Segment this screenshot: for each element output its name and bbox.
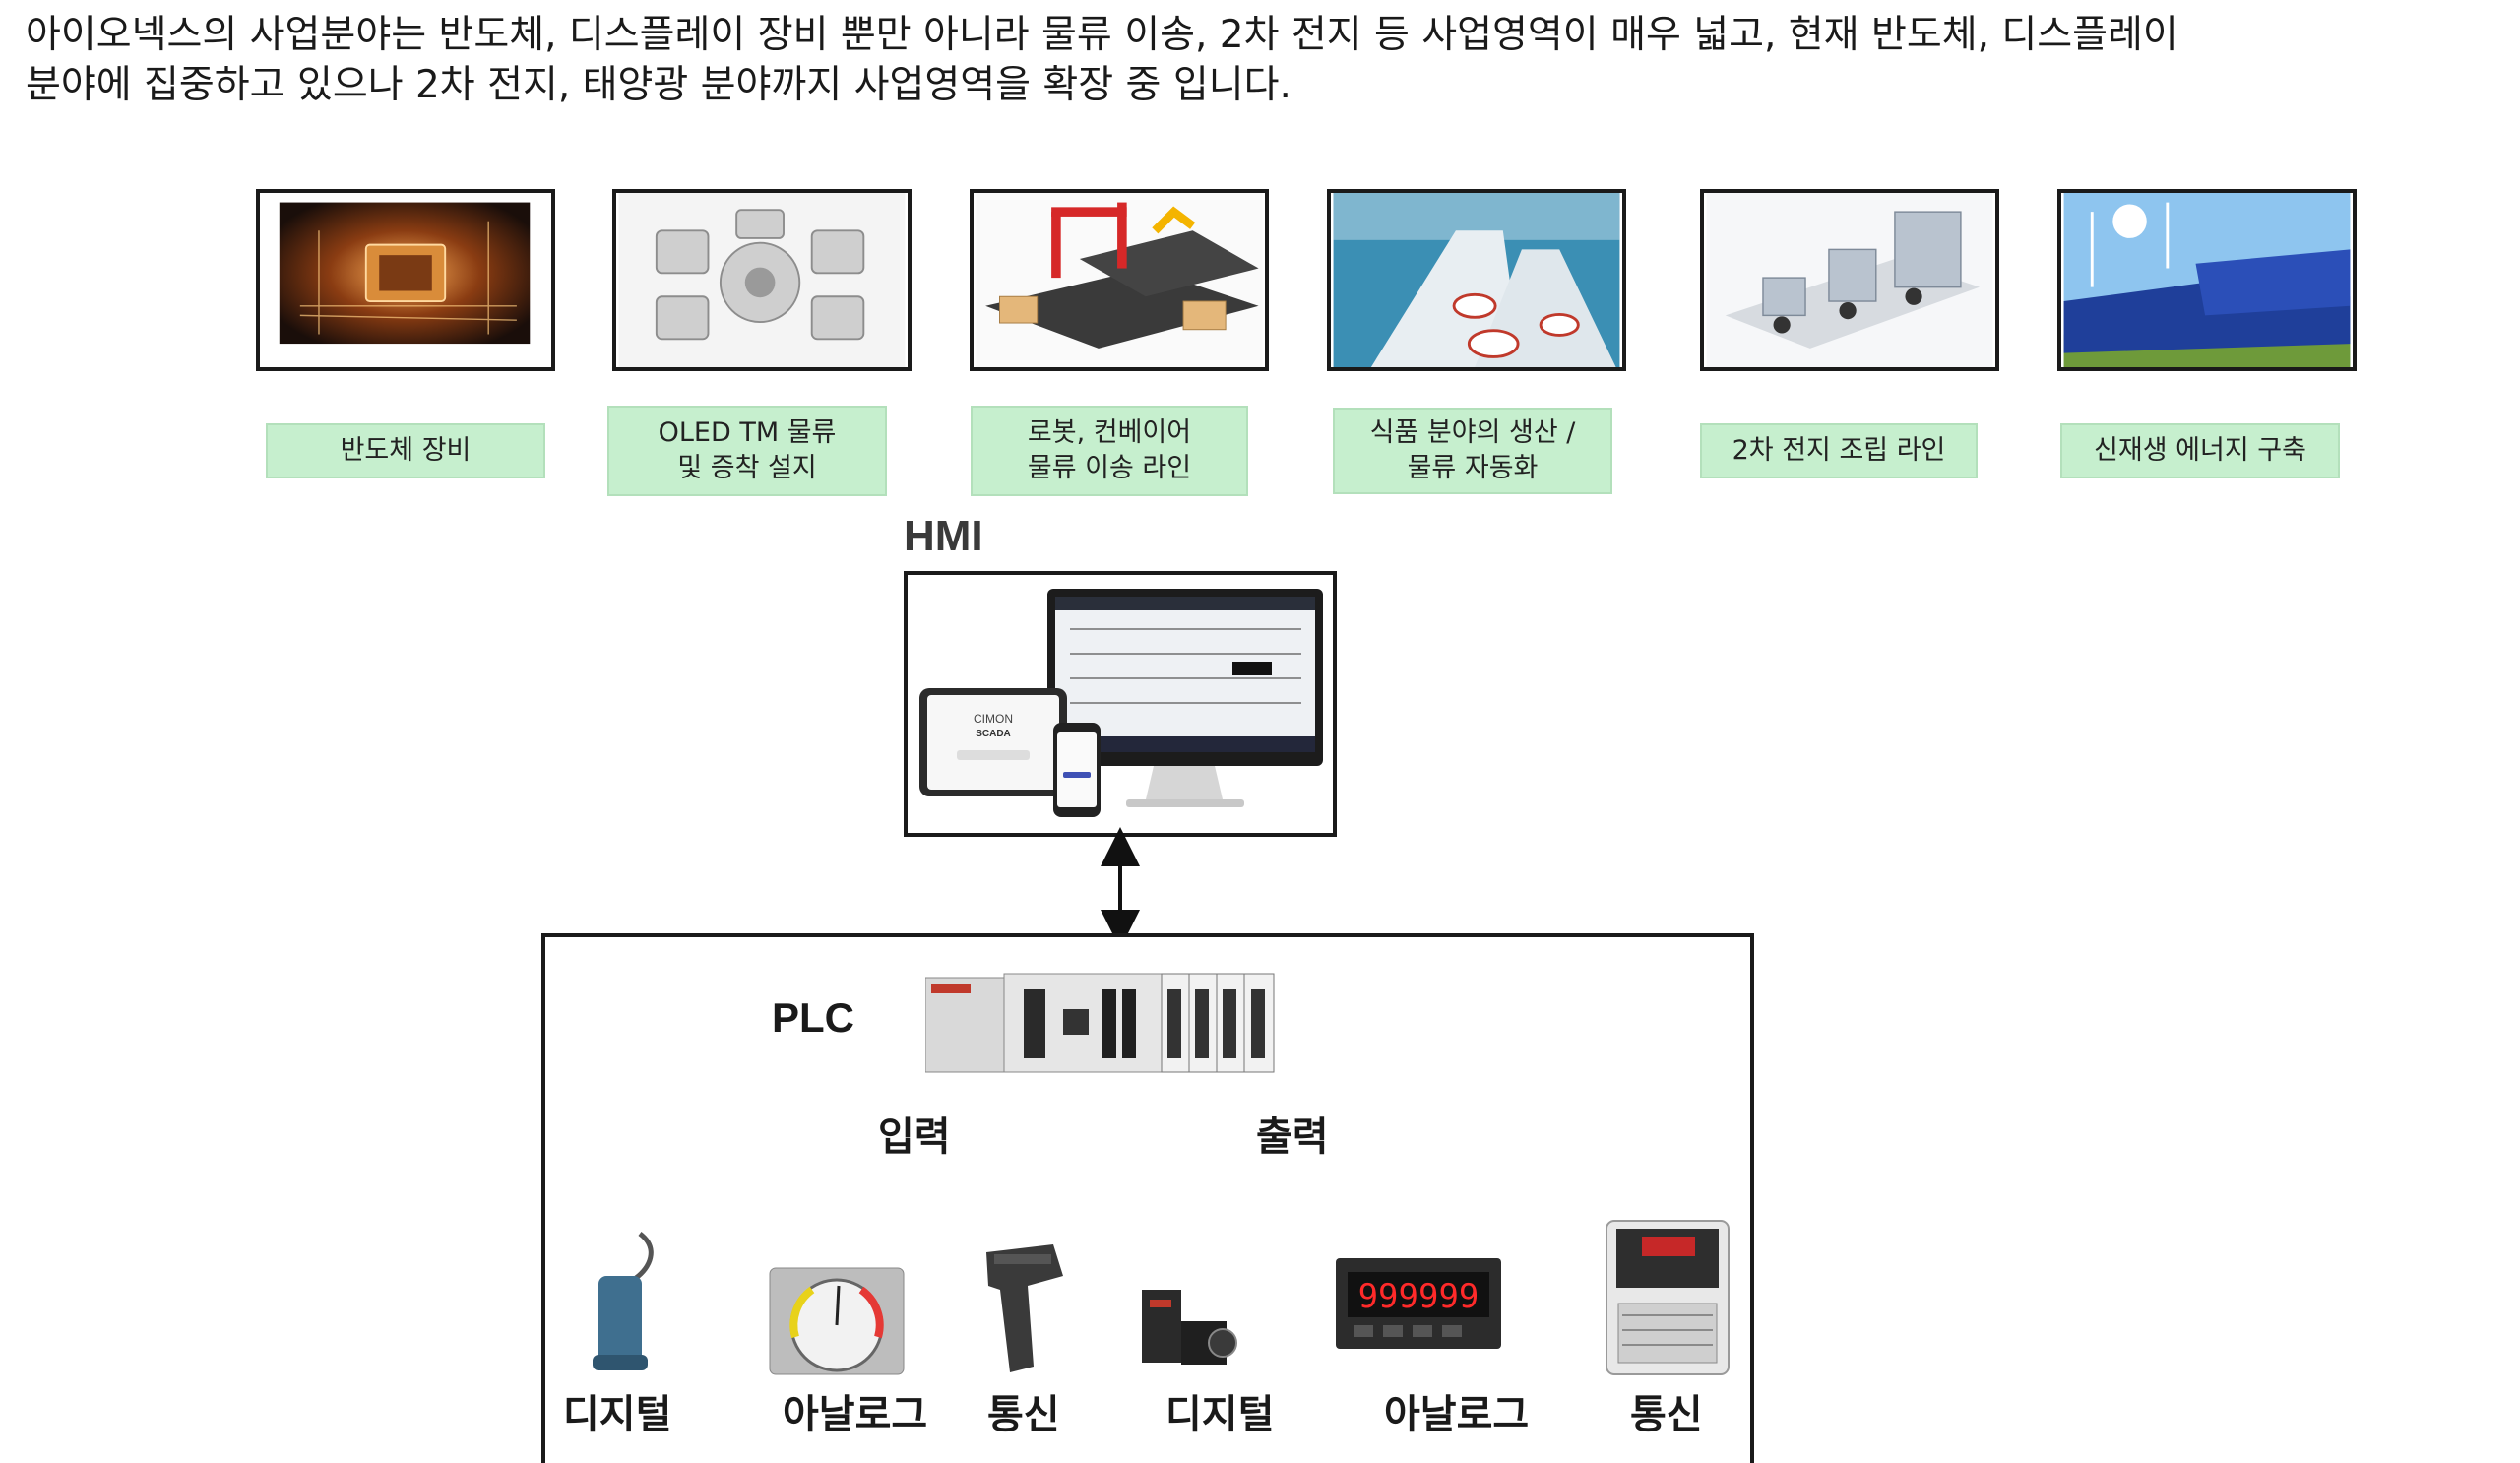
caption-application-4: 식품 분야의 생산 / 물류 자동화 bbox=[1333, 408, 1612, 494]
solar-wind-energy-photo bbox=[2057, 189, 2357, 371]
output-device-label-analog: 아날로그 bbox=[1384, 1392, 1530, 1437]
plc-title: PLC bbox=[772, 994, 854, 1041]
hmi-devices-icon: CIMON SCADA bbox=[919, 589, 1323, 817]
intro-line-1: 아이오넥스의 사업분야는 반도체, 디스플레이 장비 뿐만 아니라 물류 이송,… bbox=[26, 13, 2178, 57]
output-device-label-comm: 통신 bbox=[1630, 1392, 1703, 1437]
input-device-label-analog: 아날로그 bbox=[783, 1392, 928, 1437]
barcode-scanner-icon bbox=[986, 1244, 1063, 1372]
inverter-drive-icon bbox=[1606, 1220, 1730, 1375]
solar-panel-icon bbox=[2063, 193, 2351, 367]
semiconductor-chip-photo bbox=[256, 189, 555, 371]
proximity-sensor-icon bbox=[593, 1232, 654, 1370]
battery-assembly-line-photo bbox=[1700, 189, 1999, 371]
digital-panel-meter-icon: 999999 bbox=[1336, 1258, 1501, 1349]
input-device-label-comm: 통신 bbox=[987, 1392, 1060, 1437]
oled-transfer-module-photo bbox=[612, 189, 912, 371]
caption-application-1: 반도체 장비 bbox=[266, 423, 545, 478]
caption-application-3: 로봇, 컨베이어 물류 이송 라인 bbox=[971, 406, 1248, 496]
semiconductor-chip-icon bbox=[262, 193, 549, 367]
input-device-label-digital: 디지털 bbox=[563, 1392, 672, 1437]
robot-conveyor-icon bbox=[976, 193, 1263, 367]
hmi-product-text: SCADA bbox=[976, 729, 1011, 739]
caption-application-6: 신재생 에너지 구축 bbox=[2060, 423, 2340, 478]
caption-application-2: OLED TM 물류 및 증착 설지 bbox=[607, 406, 887, 496]
analog-gauge-icon bbox=[769, 1267, 905, 1375]
output-device-label-digital: 디지털 bbox=[1166, 1392, 1275, 1437]
hmi-panel: CIMON SCADA bbox=[904, 571, 1337, 837]
hmi-brand-text: CIMON bbox=[974, 712, 1013, 726]
output-label: 출력 bbox=[1256, 1114, 1329, 1160]
plc-rack-icon bbox=[925, 973, 1275, 1073]
food-line-icon bbox=[1333, 193, 1620, 367]
input-label: 입력 bbox=[878, 1114, 951, 1160]
caption-application-5: 2차 전지 조립 라인 bbox=[1700, 423, 1978, 478]
oled-transfer-icon bbox=[618, 193, 906, 367]
intro-line-2: 분야에 집중하고 있으나 2차 전지, 태양광 분야까지 사업영역을 확장 중 … bbox=[26, 63, 1292, 107]
meter-readout: 999999 bbox=[1358, 1277, 1480, 1316]
hmi-title: HMI bbox=[904, 512, 983, 560]
food-production-line-photo bbox=[1327, 189, 1626, 371]
battery-line-icon bbox=[1706, 193, 1993, 367]
intro-text: 아이오넥스의 사업분야는 반도체, 디스플레이 장비 뿐만 아니라 물류 이송,… bbox=[26, 10, 2487, 110]
robot-conveyor-photo bbox=[970, 189, 1269, 371]
servo-motor-icon bbox=[1142, 1290, 1237, 1365]
